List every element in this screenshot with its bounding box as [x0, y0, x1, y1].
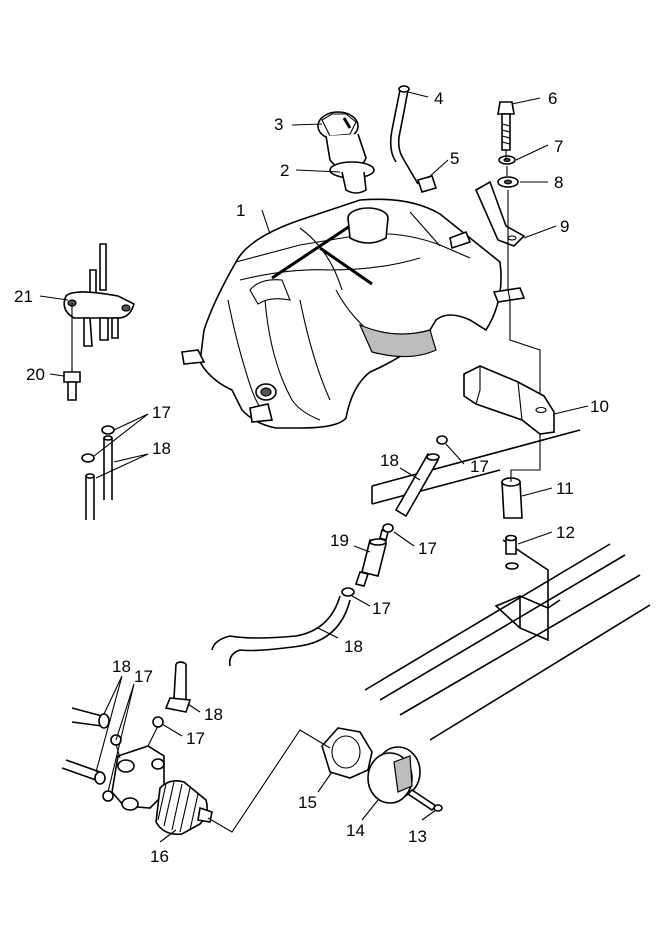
callout-21: 21 — [14, 287, 33, 306]
assembly-line-spacer — [510, 434, 541, 482]
callout-18-pump-right: 18 — [204, 705, 223, 724]
callout-17-filter: 17 — [418, 539, 437, 558]
fuel-tank — [181, 198, 526, 429]
callout-1: 1 — [236, 201, 245, 220]
washer-small — [498, 155, 516, 165]
vent-fitting — [403, 159, 438, 193]
callout-4: 4 — [434, 89, 443, 108]
spacer-tube — [501, 477, 523, 519]
callout-17-pump-left: 17 — [134, 667, 153, 686]
callout-20: 20 — [26, 365, 45, 384]
callout-13: 13 — [408, 827, 427, 846]
callout-7: 7 — [554, 137, 563, 156]
callout-14: 14 — [346, 821, 365, 840]
callout-8: 8 — [554, 173, 563, 192]
callout-18-left: 18 — [152, 439, 171, 458]
callout-17-long-hose: 17 — [372, 599, 391, 618]
fuel-cap — [317, 111, 367, 171]
callout-10: 10 — [590, 397, 609, 416]
callout-labels: 1 2 3 4 5 6 7 8 9 10 11 12 13 14 15 16 1… — [14, 89, 609, 866]
callout-16: 16 — [150, 847, 169, 866]
mount-pad — [463, 365, 555, 435]
callout-18-pump-left: 18 — [112, 657, 131, 676]
callout-15: 15 — [298, 793, 317, 812]
callout-2: 2 — [280, 161, 289, 180]
fuel-pump — [102, 716, 213, 836]
bushing — [505, 534, 517, 555]
assembly-line-pump — [207, 729, 331, 833]
cap-screw — [406, 788, 443, 812]
callout-11: 11 — [556, 479, 574, 498]
callout-17-pump-center: 17 — [186, 729, 205, 748]
bolt — [497, 101, 515, 151]
callout-12: 12 — [556, 523, 575, 542]
callout-18-long-hose: 18 — [344, 637, 363, 656]
callout-5: 5 — [450, 149, 459, 168]
vent-hose — [389, 85, 410, 163]
leader-lines — [39, 91, 589, 843]
callout-17-center-top: 17 — [470, 457, 489, 476]
long-fuel-hose — [211, 587, 355, 667]
callout-3: 3 — [274, 115, 283, 134]
washer — [497, 176, 519, 188]
mount-bracket — [474, 180, 526, 247]
callout-17-left-top: 17 — [152, 403, 171, 422]
fuel-filter — [354, 523, 394, 587]
valve-screw — [63, 371, 81, 401]
lock-nut — [321, 727, 373, 779]
assembly-line-bolt — [505, 150, 541, 400]
vent-cap — [367, 746, 421, 804]
lower-left-hoses — [61, 661, 192, 785]
callout-9: 9 — [560, 217, 569, 236]
callout-18-center: 18 — [380, 451, 399, 470]
center-hose — [394, 435, 448, 518]
left-hose-pair — [81, 425, 115, 520]
fuel-valve — [63, 243, 135, 347]
cap-gasket — [329, 161, 375, 194]
frame-rails — [364, 429, 651, 741]
callout-6: 6 — [548, 89, 557, 108]
callout-19: 19 — [330, 531, 349, 550]
